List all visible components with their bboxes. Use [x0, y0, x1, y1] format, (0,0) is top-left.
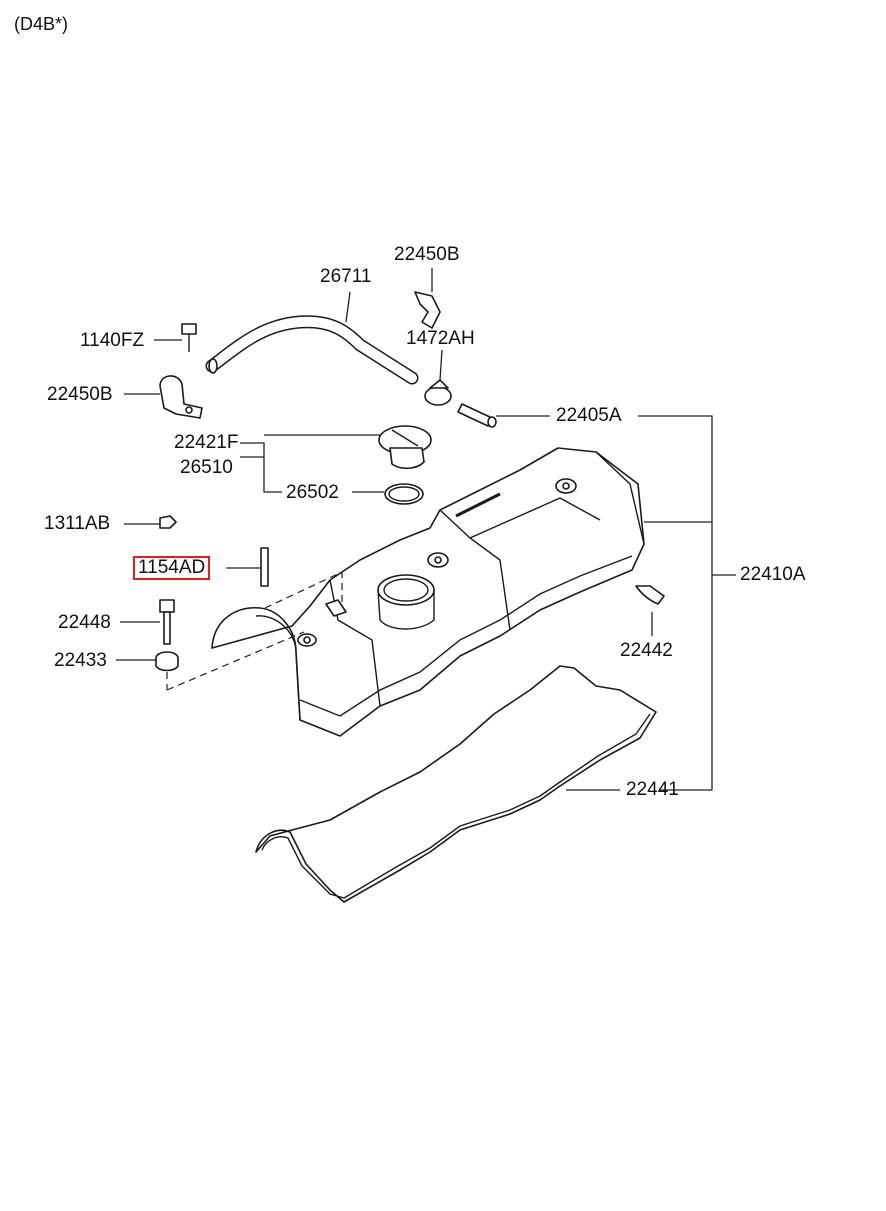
rocker-cover [211, 447, 645, 737]
washer-22433 [155, 651, 179, 672]
bolt-22448 [159, 599, 175, 645]
rocker-cover-gasket [255, 665, 657, 903]
label-1154ad-highlighted[interactable]: 1154AD [133, 556, 211, 580]
bolt-1140fz [181, 323, 197, 352]
leader-lines [116, 268, 736, 791]
label-22450b-top: 22450B [394, 244, 460, 265]
label-1140fz: 1140FZ [80, 330, 145, 351]
label-22441: 22441 [626, 779, 679, 800]
label-26510: 26510 [180, 457, 233, 478]
clip-top [414, 291, 441, 329]
label-26711: 26711 [320, 266, 372, 287]
oil-filler-cap [378, 425, 432, 470]
label-22405a: 22405A [556, 405, 622, 426]
label-1472ah: 1472AH [406, 328, 475, 349]
label-22421f: 22421F [174, 432, 239, 453]
breather-hose [205, 315, 419, 385]
label-22442: 22442 [620, 640, 673, 661]
engine-variant-label: (D4B*) [14, 14, 69, 34]
clamp-bracket-left [159, 375, 203, 419]
hose-clamp [424, 379, 452, 406]
half-moon-plug [635, 585, 665, 605]
label-22433: 22433 [54, 650, 107, 671]
label-22448: 22448 [58, 612, 111, 633]
stud-bolt [260, 547, 269, 587]
nipple [457, 403, 497, 428]
nut-1311ab [159, 515, 177, 529]
label-22450b-left: 22450B [47, 384, 113, 405]
label-22410a: 22410A [740, 564, 806, 585]
label-26502: 26502 [286, 482, 339, 503]
label-1311ab: 1311AB [44, 513, 111, 534]
